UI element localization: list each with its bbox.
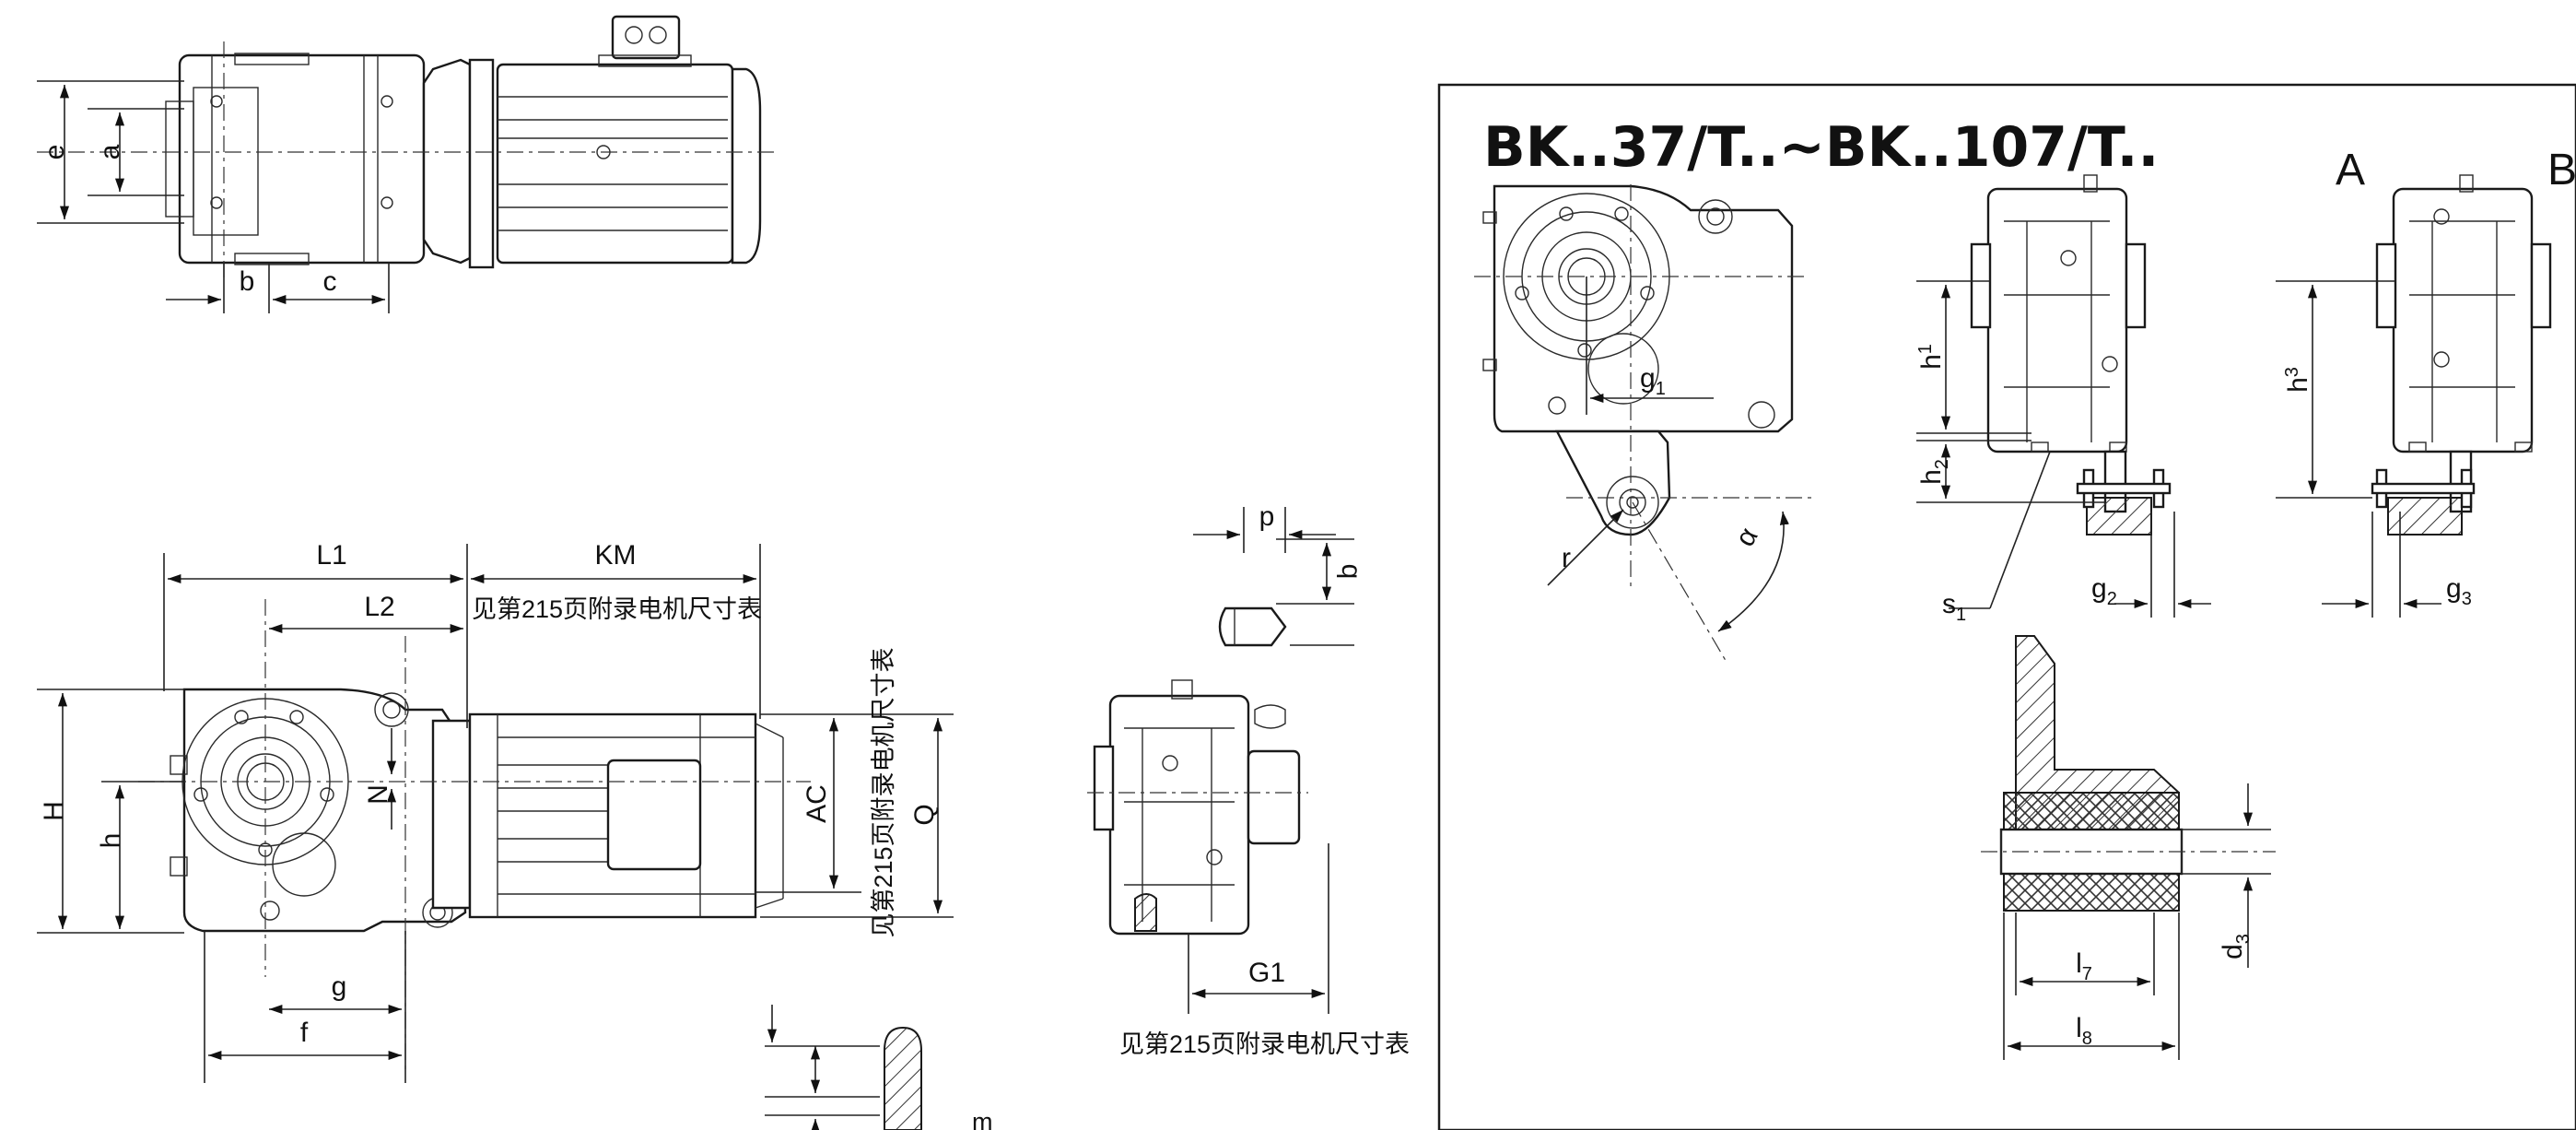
dim-label-q: q	[1336, 564, 1366, 580]
dim-label-h2: h2	[1916, 459, 1952, 485]
top-view	[37, 15, 774, 313]
view-label-b: B	[2547, 146, 2576, 194]
dim-label-g1: g1	[1640, 363, 1666, 399]
key-detail-top	[1193, 507, 1354, 647]
side-view	[1087, 679, 1329, 1014]
dim-label-h3: h3	[2282, 367, 2313, 393]
dim-label-l7: l7	[2076, 948, 2092, 984]
view-label-a: A	[2336, 146, 2365, 194]
bushing-section-detail	[1981, 635, 2276, 1060]
dim-label-H: H	[39, 801, 69, 821]
key-detail-bottom	[765, 1005, 922, 1130]
dim-label-g3: g3	[2446, 573, 2472, 609]
front-view	[37, 544, 954, 1083]
motor-note-vertical: 见第215页附录电机尺寸表	[870, 647, 897, 937]
dim-label-Q: Q	[909, 804, 940, 825]
dim-label-r: r	[1562, 543, 1571, 573]
dim-label-L2: L2	[364, 592, 394, 622]
dim-label-KM: KM	[595, 540, 637, 571]
dim-label-d3: d3	[2218, 934, 2254, 959]
torque-arm-front-view	[1474, 184, 1815, 665]
dim-label-p: p	[1259, 501, 1275, 532]
dim-label-a: a	[95, 144, 125, 159]
dim-label-b: b	[240, 266, 255, 297]
dim-label-N: N	[363, 784, 393, 805]
dim-label-l8: l8	[2076, 1013, 2092, 1049]
dim-label-h: h	[96, 833, 126, 849]
torque-arm-side-view	[1916, 174, 2211, 618]
dim-label-alpha: α	[1729, 523, 1763, 552]
dim-label-L1: L1	[316, 540, 346, 571]
dim-label-c: c	[323, 266, 337, 297]
dim-label-g2: g2	[2091, 573, 2117, 609]
dim-label-m: m	[972, 1108, 993, 1130]
dim-label-e: e	[40, 145, 70, 160]
dim-label-g: g	[332, 971, 347, 1002]
motor-note-bottom: 见第215页附录电机尺寸表	[1119, 1030, 1410, 1058]
torque-arm-view-a	[2276, 174, 2552, 618]
dim-label-AC: AC	[802, 784, 832, 823]
dim-label-s1: s1	[1942, 589, 1966, 625]
dim-label-G1: G1	[1248, 958, 1285, 988]
dim-label-h1: h1	[1915, 344, 1947, 370]
series-title: BK..37/T..~BK..107/T..	[1483, 115, 2159, 180]
motor-note-top: 见第215页附录电机尺寸表	[472, 595, 762, 623]
dim-label-f: f	[300, 1018, 309, 1048]
torque-arm-panel-frame	[1437, 83, 2576, 1130]
